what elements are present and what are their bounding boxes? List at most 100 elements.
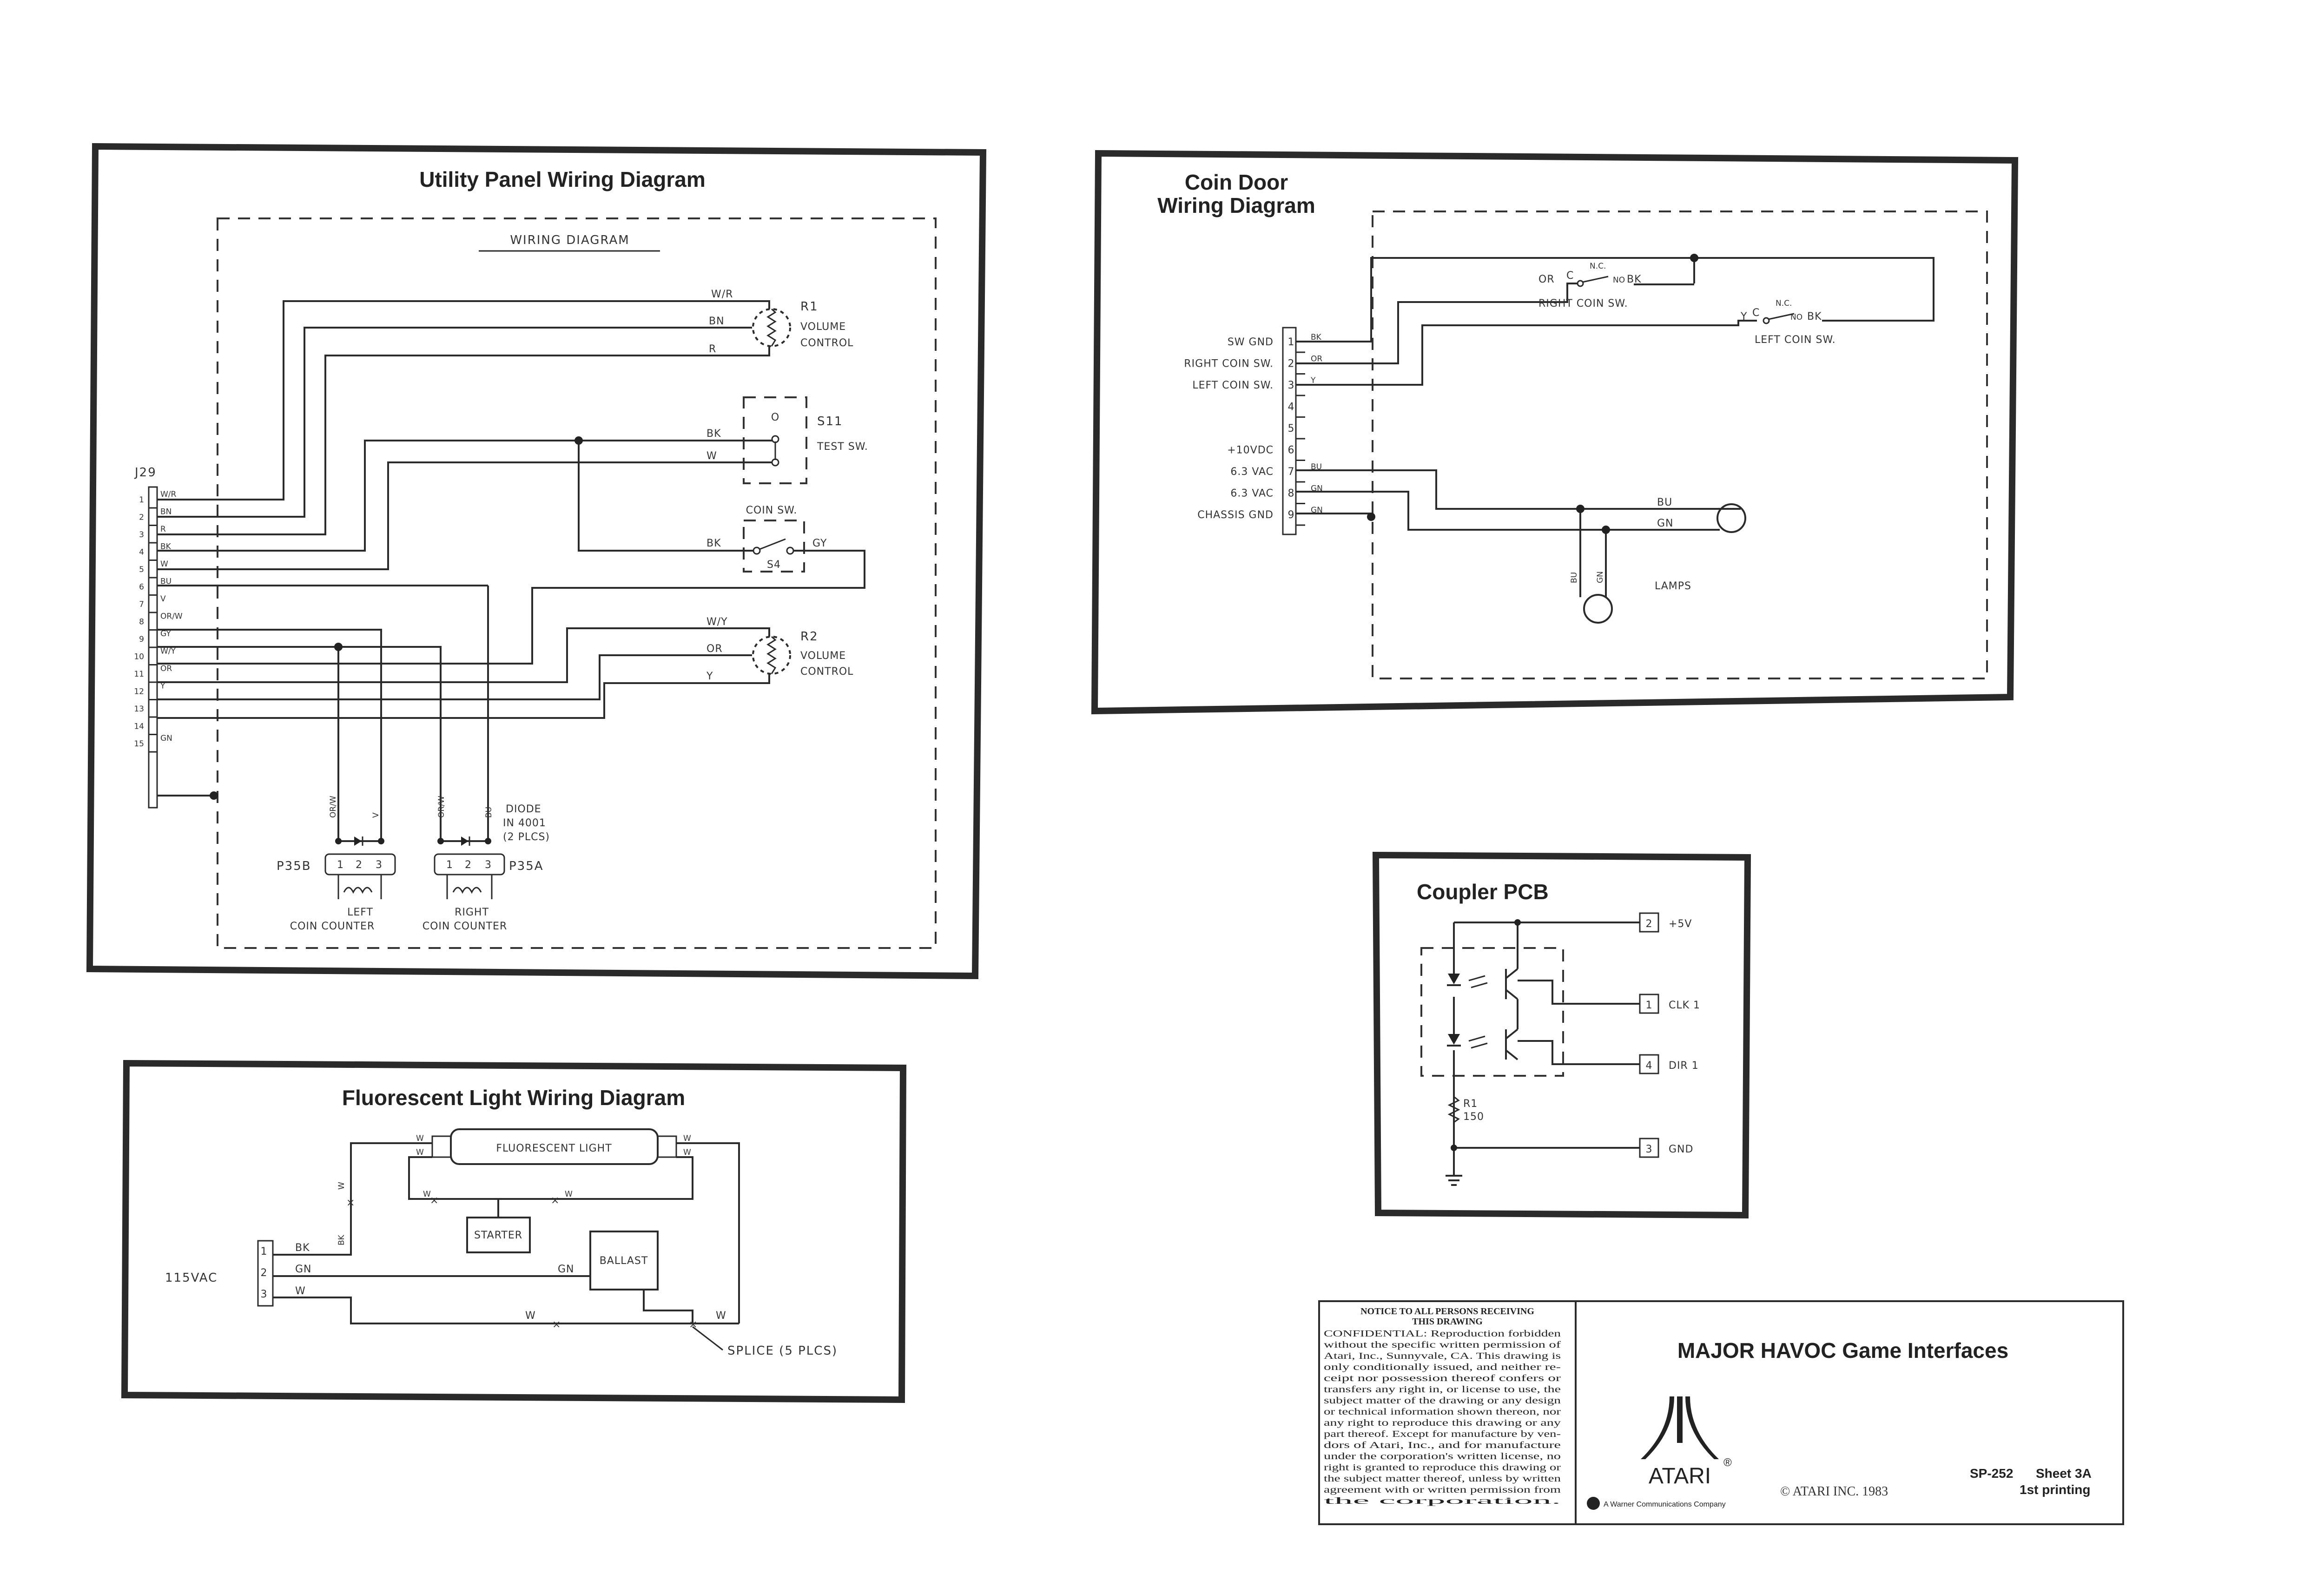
- svg-text:W/R: W/R: [711, 289, 733, 300]
- utility-panel-wires: [157, 300, 865, 841]
- coin-door-pin-number: 7: [1288, 466, 1295, 478]
- j29-pin-number: 10: [134, 652, 144, 662]
- svg-text:×: ×: [346, 1197, 355, 1209]
- svg-text:W/Y: W/Y: [706, 616, 728, 628]
- j29-pin-number: 15: [134, 739, 144, 749]
- svg-text:STARTER: STARTER: [474, 1230, 522, 1241]
- svg-text:BU: BU: [1657, 497, 1672, 508]
- j29-pin-number: 9: [139, 635, 144, 644]
- svg-text:THIS DRAWING: THIS DRAWING: [1412, 1317, 1483, 1327]
- notice-line: transfers any right in, or license to us…: [1324, 1384, 1561, 1395]
- j29-pin-wire: OR/W: [160, 612, 183, 621]
- svg-text:×: ×: [552, 1319, 561, 1330]
- utility-panel-dashed-boundary: [217, 217, 937, 949]
- j29-pin-number: 12: [134, 687, 144, 697]
- coin-door-pin-label: CHASSIS GND: [1197, 509, 1274, 521]
- splice-note: SPLICE (5 PLCS): [727, 1344, 838, 1358]
- svg-text:2: 2: [1646, 918, 1653, 930]
- svg-text:3: 3: [1646, 1144, 1653, 1155]
- coupler-pcb-diagram: Coupler PCB R: [1372, 851, 1751, 1219]
- j29-pin-wire: W: [160, 560, 168, 569]
- j29-pin-wire: W/Y: [160, 647, 176, 656]
- j29-pin-number: 5: [139, 565, 144, 574]
- svg-text:RIGHT COIN SW.: RIGHT COIN SW.: [1538, 298, 1628, 309]
- coin-door-pin-label: SW GND: [1228, 336, 1274, 348]
- j29-pin-number: 1: [139, 495, 144, 505]
- s4-coin-switch: COIN SW. S4: [743, 505, 805, 573]
- j29-pin-wire: GY: [160, 629, 171, 639]
- svg-text:COIN SW.: COIN SW.: [746, 505, 798, 516]
- j29-pin-number: 11: [134, 670, 144, 679]
- svg-text:FLUORESCENT LIGHT: FLUORESCENT LIGHT: [496, 1143, 612, 1154]
- svg-text:P35A: P35A: [509, 859, 544, 873]
- notice-body: CONFIDENTIAL: Reproduction forbiddenwith…: [1324, 1329, 1561, 1506]
- svg-text:VOLUME: VOLUME: [800, 650, 846, 662]
- svg-text:W: W: [525, 1310, 536, 1322]
- svg-text:1: 1: [446, 859, 453, 871]
- j29-pin-number: 13: [134, 704, 144, 714]
- j29-pin-number: 8: [139, 618, 144, 627]
- svg-text:×: ×: [689, 1319, 698, 1330]
- notice-line: or technical information shown thereon, …: [1324, 1407, 1561, 1417]
- svg-text:LAMPS: LAMPS: [1655, 580, 1691, 592]
- coin-door-pin-number: 4: [1288, 402, 1295, 413]
- lamp-bottom: [1583, 594, 1613, 624]
- coupler-frame: [1372, 851, 1751, 1219]
- svg-text:R: R: [709, 343, 716, 355]
- svg-text:(2 PLCS): (2 PLCS): [503, 831, 550, 843]
- svg-text:W: W: [565, 1190, 573, 1199]
- svg-text:OR: OR: [1538, 274, 1555, 285]
- svg-text:OR/W: OR/W: [329, 796, 338, 818]
- coin-door-wires: [1296, 254, 1934, 597]
- coin-door-pin-wire: OR: [1311, 355, 1322, 364]
- splice-leader: [692, 1326, 723, 1351]
- svg-text:+5V: +5V: [1669, 918, 1692, 930]
- right-coin-switch: OR C N.C. NO BK RIGHT COIN SW.: [1538, 262, 1642, 309]
- notice-line: Atari, Inc., Sunnyvale, CA. This drawing…: [1324, 1351, 1561, 1361]
- svg-text:BK: BK: [1627, 274, 1642, 285]
- notice-line: ceipt nor possession thereof confers or: [1324, 1373, 1561, 1383]
- svg-text:BK: BK: [295, 1242, 310, 1254]
- j29-pin-number: 2: [139, 513, 144, 522]
- coin-door-pin-number: 1: [1288, 336, 1295, 348]
- svg-text:4: 4: [1646, 1060, 1653, 1072]
- fluorescent-frame: [121, 1060, 907, 1403]
- svg-text:1: 1: [1646, 1000, 1653, 1011]
- svg-text:R1: R1: [800, 300, 819, 314]
- svg-text:VOLUME: VOLUME: [800, 321, 846, 333]
- coin-door-pin-number: 8: [1288, 488, 1295, 500]
- sheet-id: SP-252: [1970, 1466, 2013, 1481]
- svg-text:×: ×: [551, 1195, 560, 1206]
- copyright: © ATARI INC. 1983: [1780, 1484, 1888, 1499]
- svg-text:BK: BK: [1807, 311, 1822, 323]
- svg-text:GN: GN: [1657, 518, 1674, 529]
- svg-text:3: 3: [261, 1289, 268, 1300]
- svg-text:V: V: [371, 812, 381, 818]
- svg-text:2: 2: [261, 1267, 268, 1279]
- svg-text:3: 3: [485, 859, 492, 871]
- svg-text:1: 1: [261, 1246, 268, 1257]
- p35b-left-coin-counter: OR/W V 1 2 3 P35B LEFT COIN COUNTER: [277, 796, 396, 932]
- coin-door-pin-number: 6: [1288, 445, 1295, 456]
- left-coin-switch: Y C N.C. NO BK LEFT COIN SW.: [1740, 299, 1835, 346]
- j29-pin-wire: BN: [160, 507, 172, 517]
- svg-text:S11: S11: [817, 415, 843, 428]
- notice-line: part thereof. Except for manufacture by …: [1324, 1429, 1561, 1439]
- supply-connector: [257, 1240, 274, 1307]
- svg-text:GN: GN: [295, 1264, 312, 1275]
- svg-text:1: 1: [337, 859, 344, 871]
- svg-text:W: W: [416, 1148, 424, 1157]
- svg-text:R2: R2: [800, 630, 819, 644]
- svg-text:S4: S4: [767, 559, 781, 571]
- svg-text:COIN COUNTER: COIN COUNTER: [423, 921, 507, 932]
- title-block: NOTICE TO ALL PERSONS RECEIVING THIS DRA…: [1318, 1300, 2124, 1525]
- svg-text:BU: BU: [1570, 572, 1579, 583]
- svg-text:W: W: [337, 1182, 346, 1190]
- j29-pin-wire: R: [160, 525, 166, 534]
- fluorescent-light-diagram: Fluorescent Light Wiring Diagram FLUORES…: [121, 1060, 907, 1403]
- j29-pin-number: 14: [134, 722, 144, 731]
- j29-pin-number: 4: [139, 548, 144, 557]
- utility-panel-diagram: Utility Panel Wiring Diagram WIRING DIAG…: [86, 143, 987, 980]
- notice-line: CONFIDENTIAL: Reproduction forbidden: [1324, 1329, 1561, 1339]
- svg-text:W: W: [683, 1134, 691, 1143]
